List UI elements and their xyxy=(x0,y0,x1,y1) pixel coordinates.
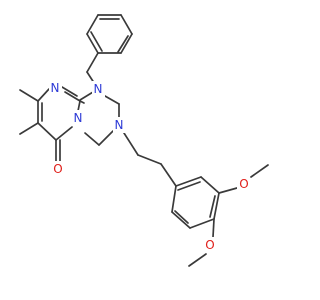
bond xyxy=(174,210,189,224)
structure-canvas: N N N N O O O xyxy=(19,14,269,267)
atom-label-background xyxy=(92,81,105,97)
bond xyxy=(84,132,100,146)
bond-layer xyxy=(19,14,269,267)
bond xyxy=(98,130,114,146)
oxygen-atom-carbonyl: O xyxy=(53,162,62,176)
atom-label-background xyxy=(113,117,126,133)
bond xyxy=(37,122,57,141)
atom-label-layer: N N N N O O O xyxy=(49,80,250,253)
atom-label-background xyxy=(204,237,217,253)
bond xyxy=(19,89,39,102)
bond xyxy=(90,31,103,52)
bond xyxy=(218,187,238,194)
bond xyxy=(137,154,162,165)
bond xyxy=(200,176,220,194)
bond xyxy=(212,218,215,238)
bond xyxy=(117,35,129,53)
bond xyxy=(37,88,50,102)
nitrogen-atom-ring-junction: N xyxy=(74,111,83,125)
bond xyxy=(55,126,73,141)
bond xyxy=(61,86,78,97)
bond xyxy=(104,95,120,105)
bond xyxy=(160,163,177,187)
bond xyxy=(171,185,177,213)
bond xyxy=(177,181,201,191)
bond xyxy=(120,33,133,54)
atom-label-background xyxy=(49,80,62,96)
bond xyxy=(213,192,220,220)
bond xyxy=(86,14,99,35)
bond xyxy=(189,218,215,229)
bond xyxy=(64,91,81,102)
bond xyxy=(120,14,133,35)
atom-label-background xyxy=(72,110,85,126)
bond xyxy=(77,100,81,112)
bond xyxy=(175,176,202,187)
nitrogen-atom-pyrimidine: N xyxy=(51,81,60,95)
bond xyxy=(123,132,139,156)
bond xyxy=(79,100,85,104)
atom-label-background xyxy=(51,161,64,177)
oxygen-atom-para-methoxy: O xyxy=(239,177,248,191)
bond xyxy=(209,195,216,218)
nitrogen-atom-n1: N xyxy=(94,82,103,96)
oxygen-atom-meta-methoxy: O xyxy=(205,238,214,252)
bond xyxy=(188,253,207,267)
atom-label-background xyxy=(237,176,250,192)
nitrogen-atom-n3: N xyxy=(115,118,124,132)
bond xyxy=(19,122,39,135)
bond xyxy=(86,33,99,54)
bond xyxy=(171,211,191,229)
bond xyxy=(250,164,269,178)
bond xyxy=(86,52,99,73)
